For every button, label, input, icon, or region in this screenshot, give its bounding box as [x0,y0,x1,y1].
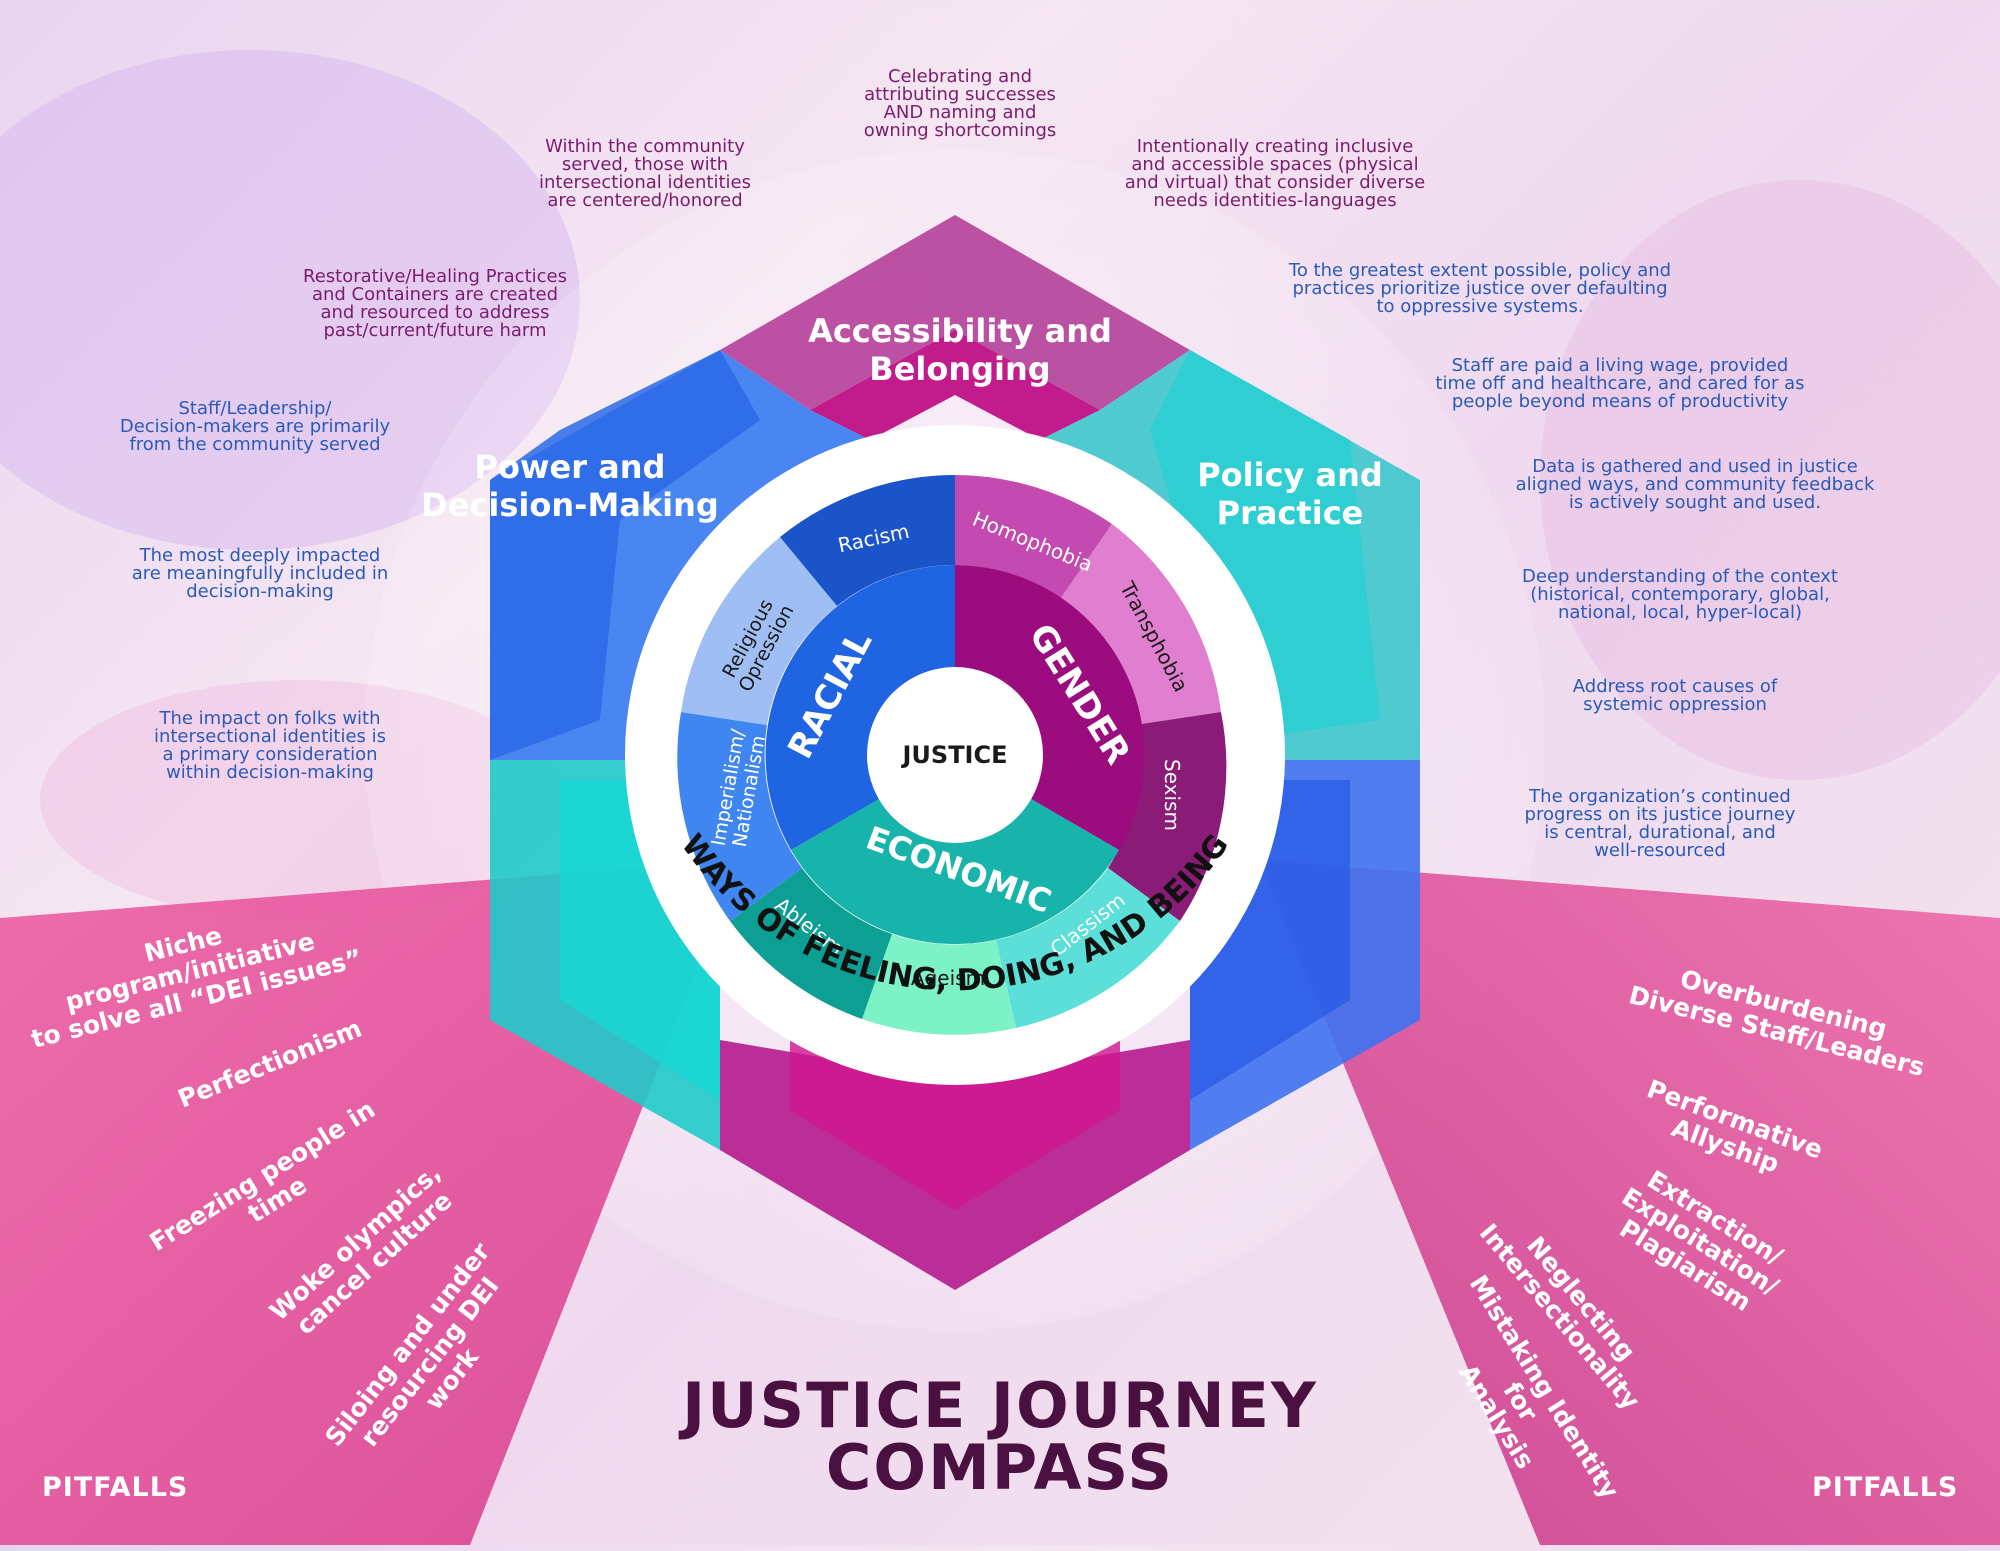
center-label: JUSTICE [900,741,1007,769]
note-community-centered: Within the community served, those with … [538,136,751,211]
segment-religious [681,537,837,725]
bg-blob [1540,180,2000,780]
page-title: JUSTICE JOURNEY COMPASS [682,1369,1318,1504]
segment-label-ageism: Ageism [911,966,985,990]
pitfalls-label-left: PITFALLS [42,1472,189,1503]
segment-ageism [862,934,1016,1035]
section-accessibility: Accessibility and Belonging [808,312,1112,388]
note-living-wage: Staff are paid a living wage, provided t… [1435,355,1805,412]
hexagon [490,215,1420,1290]
pitfalls-band-right [1260,860,2000,1545]
segment-label-sexism: Sexism [1160,759,1184,831]
note-continued-progress: The organization’s continued progress on… [1524,786,1796,861]
note-deeply-impacted: The most deeply impacted are meaningfull… [131,545,389,602]
segment-racism [780,475,955,606]
note-staff-leadership: Staff/Leadership/ Decision-makers are pr… [119,398,391,455]
note-root-causes: Address root causes of systemic oppressi… [1572,676,1778,715]
segment-ableism [730,868,892,1019]
note-celebrating: Celebrating and attributing successes AN… [863,66,1057,141]
wheel-segments [677,475,1227,1035]
wheel-center [867,667,1043,843]
hex-right-upper-inner [1150,350,1380,740]
hex-top-outer [720,215,1190,410]
pitfalls-label-right: PITFALLS [1812,1472,1959,1503]
segment-transphobia [1061,524,1221,725]
segment-homophobia [955,475,1112,598]
hex-left-upper-inner [490,350,760,760]
hex-top-inner [810,330,1100,440]
section-policy: Policy and Practice [1197,456,1383,532]
segment-classism [996,868,1180,1028]
note-intersectional-impact: The impact on folks with intersectional … [153,708,387,783]
note-data-gathered: Data is gathered and used in justice ali… [1515,456,1875,513]
bg-blob [0,50,580,550]
segment-sexism [1108,712,1227,921]
section-power: Power and Decision-Making [421,448,719,524]
note-inclusive-spaces: Intentionally creating inclusive and acc… [1124,136,1426,211]
hex-bottom-inner [790,1040,1120,1210]
note-policy-priority: To the greatest extent possible, policy … [1288,260,1672,317]
category-economic [791,755,1119,945]
note-restorative: Restorative/Healing Practices and Contai… [303,266,567,341]
segment-imperialism [677,712,802,921]
note-deep-understanding: Deep understanding of the context (histo… [1522,566,1838,623]
